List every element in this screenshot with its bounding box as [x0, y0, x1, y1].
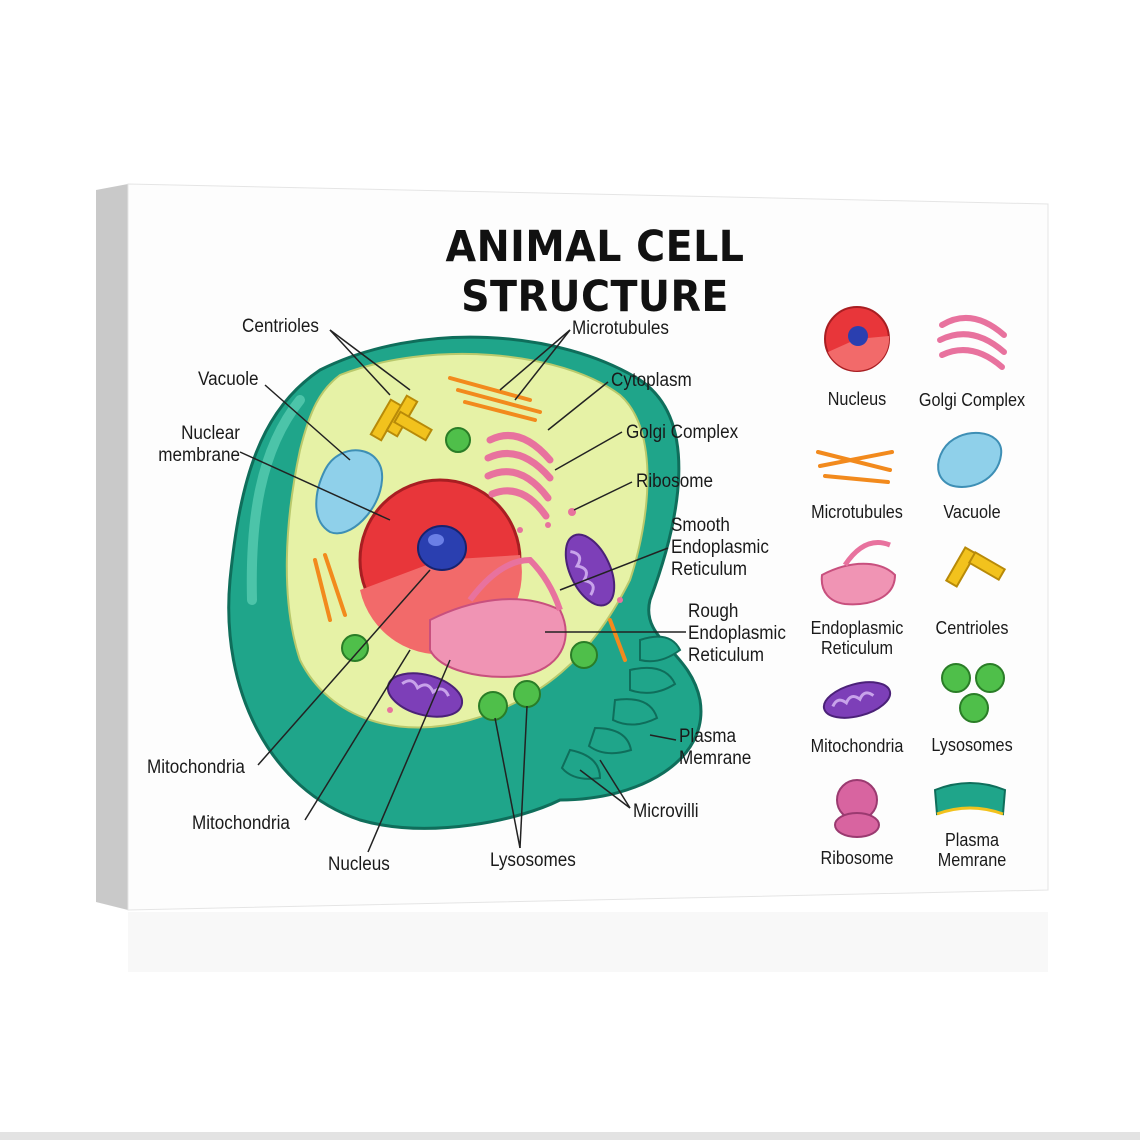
ribosome-icon — [835, 780, 879, 837]
lysosomes-icon — [942, 664, 1004, 722]
centrioles-icon — [946, 548, 1004, 587]
microtubules-icon — [818, 452, 892, 482]
legend-label: Golgi Complex — [905, 390, 1040, 410]
vacuole-icon — [938, 433, 1001, 487]
plasma-membrane-icon — [935, 783, 1005, 814]
golgi-icon — [940, 318, 1004, 367]
legend-label: Lysosomes — [905, 735, 1040, 755]
legend-label: Centrioles — [905, 618, 1040, 638]
nucleus-icon — [825, 307, 889, 371]
mitochondria-icon — [820, 676, 894, 725]
er-icon — [822, 543, 895, 605]
legend-label: Vacuole — [905, 502, 1040, 522]
legend-label: Plasma Memrane — [905, 830, 1040, 870]
